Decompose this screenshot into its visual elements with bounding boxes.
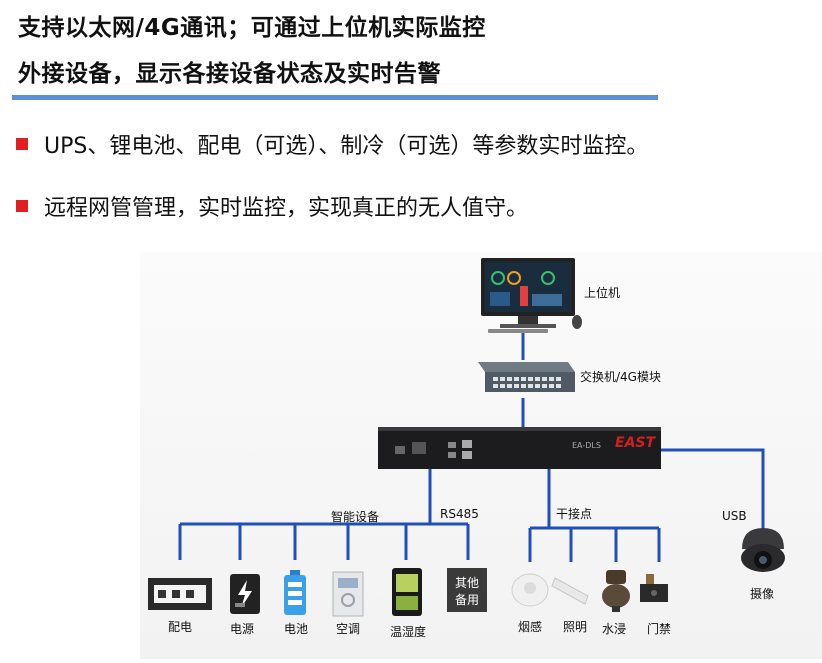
dry-contact-label: 干接点 (556, 506, 592, 521)
bullet-marker (16, 138, 28, 150)
east-logo: EAST (615, 435, 656, 451)
spare-line-1: 其他 (455, 576, 479, 590)
switch-label: 交换机/4G模块 (580, 369, 661, 384)
smart-device-label: 电池 (284, 622, 308, 636)
host-computer (481, 258, 582, 333)
temp-humidity-icon (392, 568, 422, 616)
smart-device-label: 温湿度 (390, 624, 426, 639)
usb-label: USB (722, 509, 747, 523)
device-model: EA-DLS (572, 441, 601, 450)
spare-device-icon (447, 568, 487, 612)
dry-device-label: 门禁 (647, 621, 671, 636)
smart-devices-label: 智能设备 (331, 509, 379, 524)
spare-line-2: 备用 (455, 593, 479, 607)
rs485-label: RS485 (440, 507, 479, 521)
dry-device-label: 烟感 (518, 619, 542, 634)
switch-device (478, 362, 575, 392)
main-monitoring-unit (378, 427, 661, 469)
lighting-icon (551, 577, 589, 605)
bullet-item-1: UPS、锂电池、配电（可选）、制冷（可选）等参数实时监控。 (16, 128, 648, 160)
water-leak-icon (602, 570, 630, 612)
title-line-2: 外接设备，显示各接设备状态及实时告警 (18, 61, 441, 87)
dry-device-label: 照明 (563, 620, 587, 634)
dry-device-label: 水浸 (602, 622, 626, 636)
smart-device-label: 空调 (336, 622, 360, 636)
smoke-detector-icon (511, 573, 549, 607)
bullet-text: UPS、锂电池、配电（可选）、制冷（可选）等参数实时监控。 (44, 134, 649, 159)
network-diagram: 上位机 交换机/4G模块 EA-DLS EAST 智能设备 RS485 干接点 … (140, 252, 822, 659)
air-conditioner-icon (332, 571, 364, 617)
title-divider (12, 95, 658, 100)
connector-lines (178, 330, 765, 562)
power-distribution-icon (148, 578, 212, 610)
camera-label: 摄像 (750, 586, 774, 601)
bullet-marker (16, 200, 28, 212)
door-access-icon (640, 574, 668, 602)
title-line-1: 支持以太网/4G通讯；可通过上位机实际监控 (18, 15, 486, 41)
smart-device-label: 配电 (168, 620, 192, 634)
host-label: 上位机 (584, 285, 620, 300)
camera-icon (741, 528, 785, 572)
smart-device-label: 电源 (230, 622, 254, 636)
bullet-text: 远程网管管理，实时监控，实现真正的无人值守。 (44, 196, 529, 221)
bullet-item-2: 远程网管管理，实时监控，实现真正的无人值守。 (16, 190, 528, 222)
battery-icon (284, 570, 306, 615)
power-supply-icon (230, 574, 260, 614)
